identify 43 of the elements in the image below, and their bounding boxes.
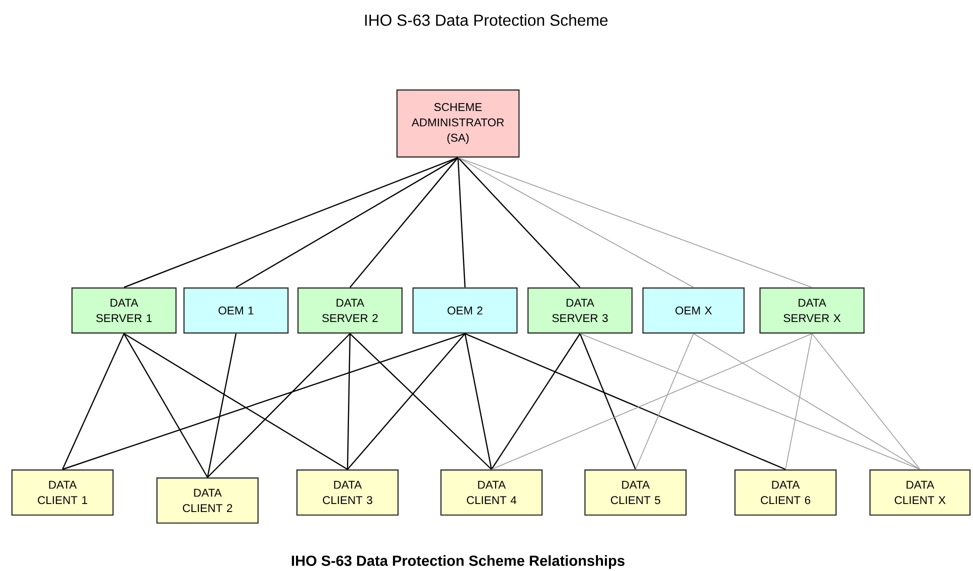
connector-line (206, 334, 237, 478)
connector-line (458, 157, 694, 288)
oem-box: OEM X (642, 287, 745, 334)
server-box: DATA SERVER X (759, 287, 865, 334)
server-box: DATA SERVER 1 (71, 287, 177, 334)
client-box: DATA CLIENT 4 (440, 469, 543, 516)
oem-box: OEM 1 (183, 287, 289, 334)
connector-line (124, 157, 458, 288)
connector-line (350, 333, 492, 470)
caption: IHO S-63 Data Protection Scheme Relationships (292, 555, 624, 569)
connector-line (785, 333, 812, 470)
connector-line (123, 333, 208, 478)
connector-line (346, 334, 351, 470)
connector-line (207, 333, 350, 478)
connector-line (579, 333, 636, 470)
connector-line (464, 334, 492, 470)
connector-line (491, 333, 812, 470)
client-box: DATA CLIENT 6 (734, 469, 837, 516)
connector-line (458, 157, 812, 288)
client-box: DATA CLIENT X (869, 469, 971, 516)
connector-line (491, 333, 581, 470)
connector-line (580, 333, 920, 470)
connector-line (350, 157, 458, 288)
client-box: DATA CLIENT 5 (584, 469, 687, 516)
title: IHO S-63 Data Protection Scheme (365, 14, 608, 26)
client-box: DATA CLIENT 3 (296, 469, 399, 516)
connector-line (693, 333, 920, 470)
connector-line (347, 333, 466, 470)
client-box: DATA CLIENT 1 (11, 469, 114, 516)
connector-line (812, 333, 920, 470)
connector-line (62, 333, 125, 470)
connector-line (635, 333, 694, 470)
client-box: DATA CLIENT 2 (156, 477, 259, 524)
server-box: DATA SERVER 3 (527, 287, 633, 334)
connector-line (62, 333, 466, 470)
connector-line (464, 333, 786, 470)
connector-line (236, 157, 458, 288)
server-box: DATA SERVER 2 (297, 287, 403, 334)
connector-line (458, 157, 580, 288)
connector-line (457, 158, 466, 288)
administrator-box: SCHEME ADMINISTRATOR (SA) (396, 89, 520, 158)
oem-box: OEM 2 (412, 287, 518, 334)
connector-line (124, 333, 348, 470)
